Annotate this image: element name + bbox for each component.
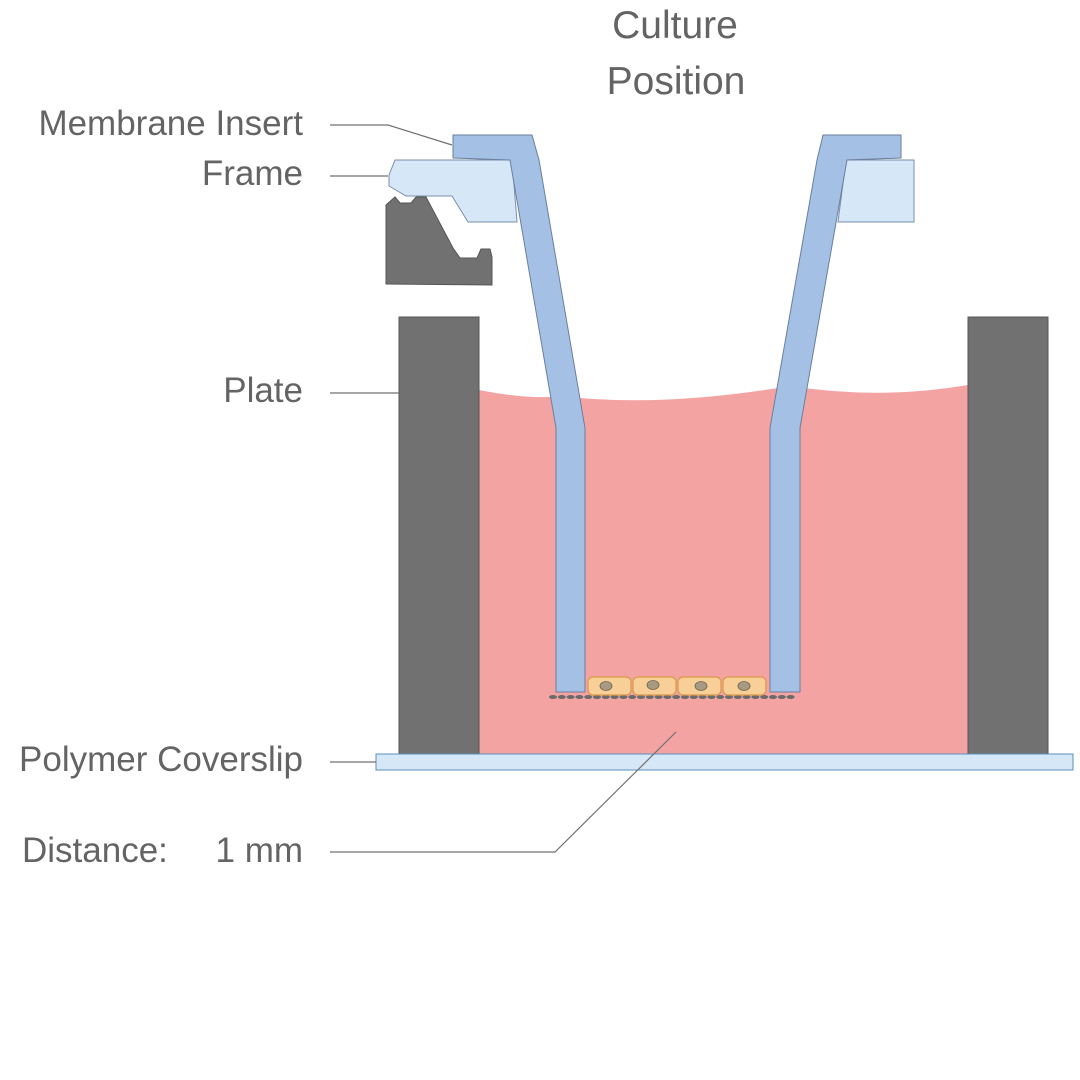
membrane-pore	[777, 695, 786, 699]
frame-holder	[385, 196, 493, 286]
cell-nucleus	[694, 681, 708, 691]
membrane-pore	[601, 695, 610, 699]
membrane-pore	[716, 695, 725, 699]
membrane-pore	[751, 695, 760, 699]
label-distance-value: 1 mm	[216, 831, 304, 870]
membrane-pore	[733, 695, 742, 699]
cell-layer	[587, 676, 767, 696]
membrane-pore	[769, 695, 777, 699]
membrane-pore	[637, 695, 645, 699]
membrane-pore	[584, 695, 593, 699]
cell-nucleus	[646, 680, 660, 690]
membrane-pore	[610, 695, 619, 699]
cell-nucleus	[737, 681, 751, 691]
membrane-pore	[654, 695, 663, 699]
membrane-pore	[663, 695, 672, 699]
membrane-pore	[549, 695, 557, 699]
cell-nucleus	[599, 681, 613, 691]
membrane-pore	[698, 695, 707, 699]
membrane-layer	[549, 695, 795, 699]
label-frame: Frame	[202, 154, 303, 193]
membrane-pore	[725, 695, 733, 699]
plate-wall-right	[967, 316, 1049, 756]
membrane-pore	[557, 695, 566, 699]
diagram-title-line-1: Culture	[612, 4, 738, 47]
membrane-pore	[645, 695, 654, 699]
membrane-insert-left	[452, 134, 586, 693]
membrane-pore	[786, 695, 795, 699]
label-polymer-coverslip: Polymer Coverslip	[19, 740, 303, 779]
membrane-pore	[628, 695, 637, 699]
membrane-pore	[681, 695, 689, 699]
culture-medium	[479, 385, 968, 755]
frame-right	[837, 159, 915, 223]
diagram-title-line-2: Position	[607, 60, 746, 103]
membrane-pore	[566, 695, 575, 699]
leader-distance	[330, 731, 677, 853]
leader-membrane-insert	[330, 124, 453, 146]
membrane-pore	[593, 695, 601, 699]
membrane-pore	[742, 695, 751, 699]
plate-wall-left	[398, 316, 480, 756]
membrane-pore	[689, 695, 698, 699]
membrane-pore	[707, 695, 716, 699]
membrane-pore	[760, 695, 769, 699]
label-membrane-insert: Membrane Insert	[38, 104, 303, 143]
label-plate: Plate	[223, 371, 303, 410]
membrane-insert-right	[769, 134, 902, 693]
polymer-coverslip	[375, 753, 1074, 771]
membrane-pore	[575, 695, 584, 699]
membrane-pore	[619, 695, 628, 699]
membrane-pore	[672, 695, 681, 699]
label-distance-prefix: Distance:	[22, 831, 168, 870]
